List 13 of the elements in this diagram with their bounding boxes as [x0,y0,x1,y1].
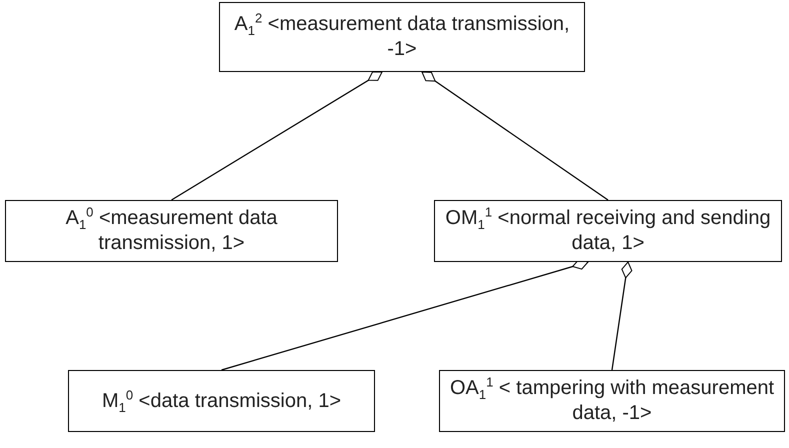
node-box [219,2,585,72]
aggregation-connector [422,72,608,200]
node-label: OA$_{1}$$^{1}$ < tampering with measurement data, -1> [448,376,776,426]
node-label: A$_{1}$$^{2}$ <measurement data transmission, -1> [233,12,571,62]
aggregation-connector [611,262,632,370]
node-box [434,200,782,262]
node-label: A$_{1}$$^{0}$ <measurement data transmission, 1> [64,206,278,256]
node-box [5,200,338,262]
node-label: M$_{1}$$^{0}$ <data transmission, 1> [100,388,342,414]
node-label: OM$_{1}$$^{1}$ <normal receiving and sending data, 1> [444,206,772,256]
node-box [439,370,785,432]
node-box [68,370,375,432]
aggregation-connector [171,71,382,201]
